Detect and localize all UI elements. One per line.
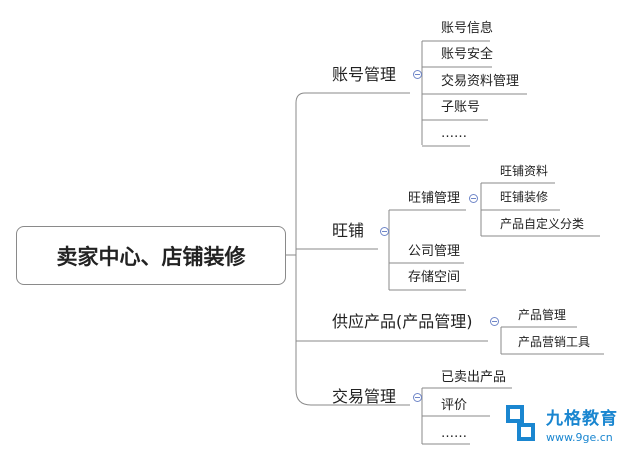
root-node[interactable]: 卖家中心、店铺装修 [16, 226, 286, 285]
leaf-shop-profile[interactable]: 旺铺资料 [500, 165, 548, 177]
root-label: 卖家中心、店铺装修 [56, 244, 246, 269]
sub-company-management[interactable]: 公司管理 [408, 245, 460, 258]
leaf-label: …… [441, 426, 467, 441]
leaf-label: 产品营销工具 [518, 335, 591, 349]
sub-label: 存储空间 [408, 270, 461, 285]
leaf-sub-account[interactable]: 子账号 [441, 101, 480, 114]
leaf-more[interactable]: …… [441, 127, 467, 140]
branch-label: 账号管理 [332, 65, 397, 84]
leaf-more[interactable]: …… [441, 427, 467, 440]
leaf-custom-product-category[interactable]: 产品自定义分类 [500, 218, 584, 230]
collapse-toggle-icon[interactable] [469, 194, 478, 203]
branch-label: 旺铺 [332, 221, 365, 240]
branch-label: 供应产品(产品管理) [332, 312, 473, 331]
leaf-label: 产品管理 [518, 308, 567, 322]
sub-label: 公司管理 [408, 244, 461, 259]
branch-supply-products[interactable]: 供应产品(产品管理) [332, 314, 473, 330]
main-spine [295, 92, 312, 406]
leaf-label: 已卖出产品 [441, 370, 507, 385]
leaf-label: 账号信息 [441, 21, 494, 36]
collapse-toggle-icon[interactable] [490, 317, 499, 326]
sub-label: 旺铺管理 [408, 191, 461, 206]
branch-account-management[interactable]: 账号管理 [332, 67, 396, 83]
collapse-toggle-icon[interactable] [380, 227, 389, 236]
branch-label: 交易管理 [332, 387, 397, 406]
leaf-label: 子账号 [441, 100, 481, 115]
collapse-toggle-icon[interactable] [413, 393, 422, 402]
sub-shop-management[interactable]: 旺铺管理 [408, 192, 460, 205]
leaf-account-info[interactable]: 账号信息 [441, 22, 493, 35]
leaf-label: 产品自定义分类 [500, 217, 585, 231]
leaf-sold-products[interactable]: 已卖出产品 [441, 371, 506, 384]
leaf-shop-decoration[interactable]: 旺铺装修 [500, 191, 548, 203]
leaf-product-management[interactable]: 产品管理 [518, 309, 566, 321]
logo-url: www.9ge.cn [546, 431, 613, 444]
leaf-label: 评价 [441, 398, 468, 413]
leaf-label: 旺铺装修 [500, 190, 549, 204]
logo-mark-icon [506, 405, 535, 441]
leaf-reviews[interactable]: 评价 [441, 399, 467, 412]
logo: 九格教育 www.9ge.cn [506, 404, 618, 444]
leaf-account-security[interactable]: 账号安全 [441, 48, 493, 61]
leaf-label: …… [441, 126, 467, 141]
leaf-label: 账号安全 [441, 47, 494, 62]
leaf-label: 交易资料管理 [441, 74, 520, 89]
leaf-product-marketing-tools[interactable]: 产品营销工具 [518, 336, 590, 348]
logo-name: 九格教育 [546, 409, 618, 429]
branch-trade-management[interactable]: 交易管理 [332, 389, 396, 405]
branch-shop[interactable]: 旺铺 [332, 223, 364, 239]
sub-storage-space[interactable]: 存储空间 [408, 271, 460, 284]
leaf-trade-data-management[interactable]: 交易资料管理 [441, 75, 519, 88]
leaf-label: 旺铺资料 [500, 164, 549, 178]
collapse-toggle-icon[interactable] [413, 70, 422, 79]
